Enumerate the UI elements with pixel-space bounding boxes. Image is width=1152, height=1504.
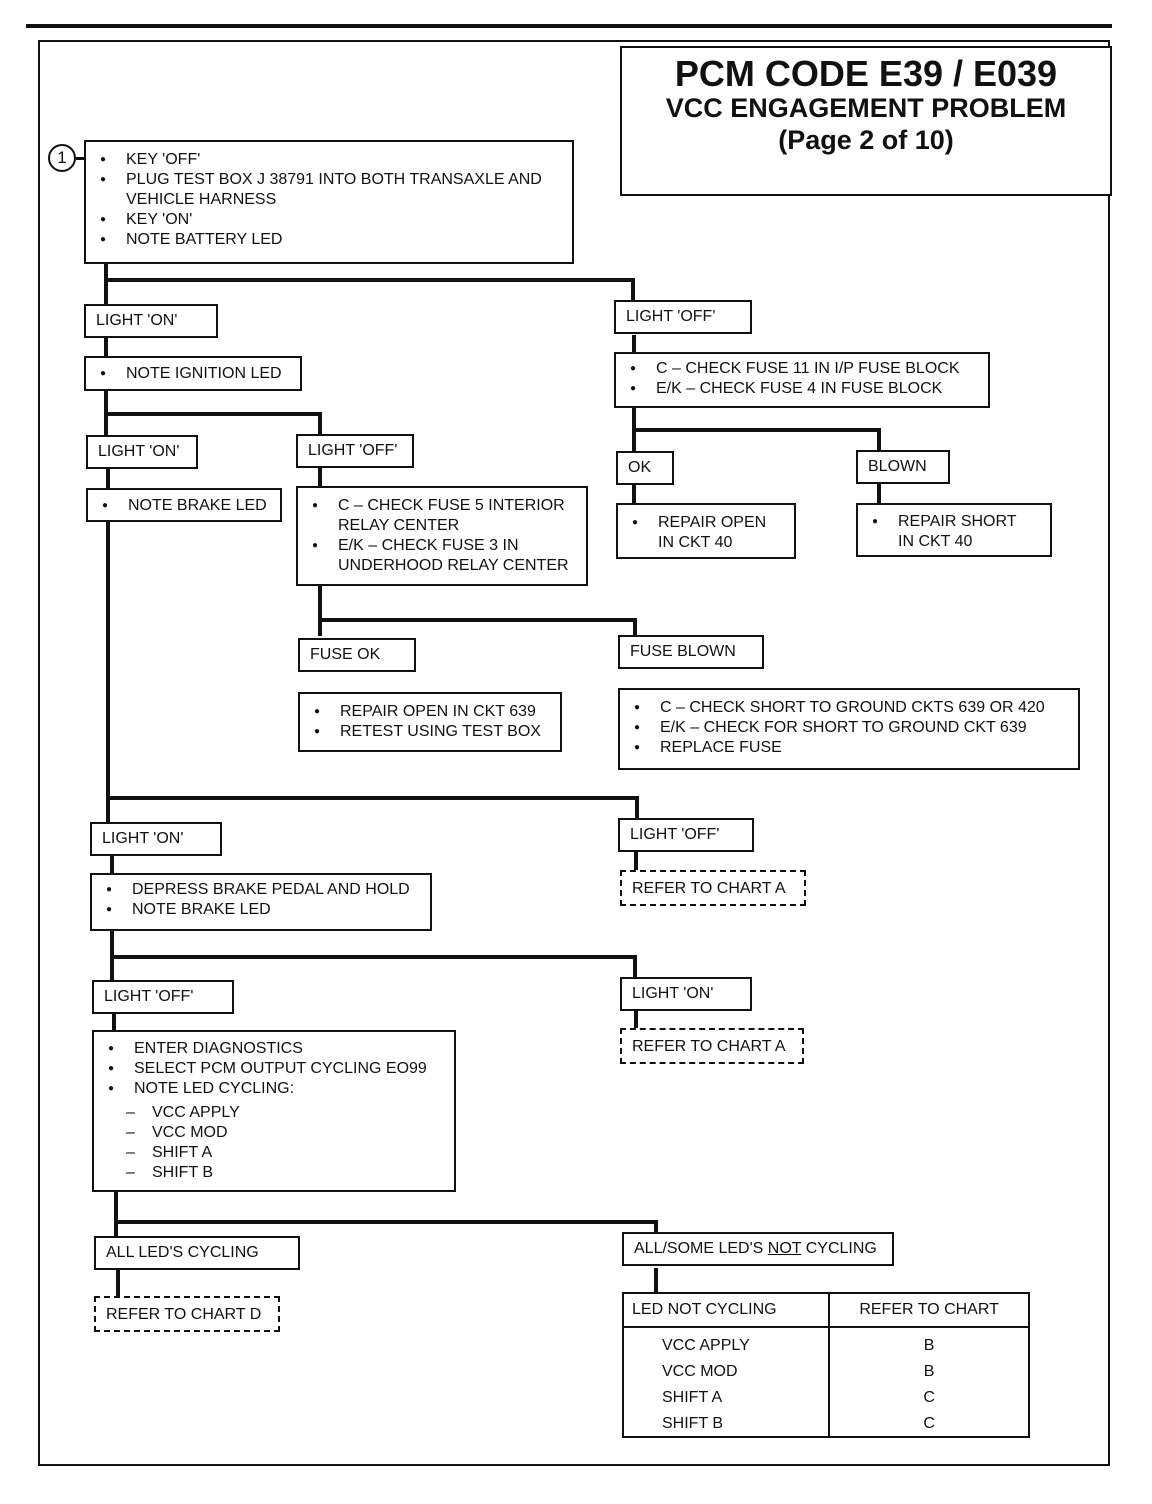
- led-reference-table: LED NOT CYCLING REFER TO CHART VCC APPLY…: [622, 1292, 1030, 1438]
- repair-short-ckt40-box: REPAIR SHORT IN CKT 40: [856, 503, 1052, 557]
- repair-open-ckt639-box: REPAIR OPEN IN CKT 639 RETEST USING TEST…: [298, 692, 562, 752]
- step-item: KEY 'OFF': [98, 150, 564, 170]
- pedal-light-off-label: LIGHT 'OFF': [92, 980, 234, 1014]
- check-short-item: REPLACE FUSE: [632, 738, 1070, 758]
- table-cell-led: SHIFT A: [662, 1389, 723, 1406]
- table-row: VCC MOD B: [624, 1359, 1028, 1385]
- not-cycling-text-not: NOT: [767, 1240, 802, 1257]
- fuse-ok-label: OK: [616, 451, 674, 485]
- check-short-ground-box: C – CHECK SHORT TO GROUND CKTS 639 OR 42…: [618, 688, 1080, 770]
- step-item: PLUG TEST BOX J 38791 INTO BOTH TRANSAXL…: [98, 170, 564, 210]
- refer-chart-a-box: REFER TO CHART A: [620, 870, 806, 906]
- diagnostics-item: ENTER DIAGNOSTICS: [106, 1039, 446, 1059]
- ignition-light-off-label: LIGHT 'OFF': [296, 434, 414, 468]
- refer-chart-a-text: REFER TO CHART A: [632, 880, 786, 897]
- depress-brake-item: DEPRESS BRAKE PEDAL AND HOLD: [104, 880, 422, 900]
- start-steps: KEY 'OFF' PLUG TEST BOX J 38791 INTO BOT…: [86, 142, 572, 256]
- repair-short-item: REPAIR SHORT IN CKT 40: [870, 512, 1032, 552]
- table-cell-chart: C: [828, 1385, 1028, 1411]
- page-subtitle: VCC ENGAGEMENT PROBLEM: [665, 93, 1067, 123]
- table-cell-chart: C: [828, 1411, 1028, 1437]
- page-border: [38, 40, 1110, 1466]
- repair-ckt639-item: RETEST USING TEST BOX: [312, 722, 552, 742]
- page-title: PCM CODE E39 / E039: [674, 53, 1058, 94]
- note-brake-led-box: NOTE BRAKE LED: [86, 488, 282, 522]
- battery-light-off-label: LIGHT 'OFF': [614, 300, 752, 334]
- step-item: NOTE BATTERY LED: [98, 230, 564, 250]
- table-header-chart: REFER TO CHART: [828, 1294, 1028, 1328]
- table-cell-chart: B: [828, 1327, 1028, 1359]
- check-fuse5-box: C – CHECK FUSE 5 INTERIOR RELAY CENTER E…: [296, 486, 588, 586]
- step-marker: 1: [48, 144, 76, 172]
- note-ignition-item: NOTE IGNITION LED: [98, 364, 292, 384]
- repair-open-item: REPAIR OPEN IN CKT 40: [630, 513, 770, 553]
- depress-brake-box: DEPRESS BRAKE PEDAL AND HOLD NOTE BRAKE …: [90, 873, 432, 931]
- step-number: 1: [57, 148, 67, 167]
- note-ignition-led-box: NOTE IGNITION LED: [84, 356, 302, 391]
- check-fuse-item: C – CHECK FUSE 11 IN I/P FUSE BLOCK: [628, 359, 980, 379]
- refer-chart-a-text-2: REFER TO CHART A: [632, 1038, 786, 1055]
- all-leds-cycling-label: ALL LED'S CYCLING: [94, 1236, 300, 1270]
- table-cell-led: VCC APPLY: [662, 1337, 750, 1354]
- some-leds-not-cycling-label: ALL/SOME LED'S NOT CYCLING: [622, 1232, 894, 1266]
- check-fuse5-item: C – CHECK FUSE 5 INTERIOR RELAY CENTER: [310, 496, 578, 536]
- not-cycling-text-pre: ALL/SOME LED'S: [634, 1240, 768, 1257]
- check-fuse-box: C – CHECK FUSE 11 IN I/P FUSE BLOCK E/K …: [614, 352, 990, 408]
- start-box: KEY 'OFF' PLUG TEST BOX J 38791 INTO BOT…: [84, 140, 574, 264]
- fuse-blown-label-2: FUSE BLOWN: [618, 635, 764, 669]
- note-brake-item: NOTE BRAKE LED: [100, 496, 272, 516]
- led-cycling-list: VCC APPLY VCC MOD SHIFT A SHIFT B: [94, 1103, 454, 1183]
- table-row: VCC APPLY B: [624, 1327, 1028, 1359]
- repair-ckt639-item: REPAIR OPEN IN CKT 639: [312, 702, 552, 722]
- refer-chart-a-box-2: REFER TO CHART A: [620, 1028, 804, 1064]
- cycling-item: SHIFT A: [122, 1143, 454, 1163]
- cycling-item: VCC MOD: [122, 1123, 454, 1143]
- top-rule: [26, 24, 1112, 28]
- diagnostics-item: NOTE LED CYCLING:: [106, 1079, 446, 1099]
- table-cell-led: VCC MOD: [662, 1363, 738, 1380]
- brake-light-on-label: LIGHT 'ON': [90, 822, 222, 856]
- table-header-led: LED NOT CYCLING: [624, 1294, 830, 1328]
- table-cell-led: SHIFT B: [662, 1415, 724, 1432]
- page-number: (Page 2 of 10): [778, 125, 954, 155]
- marker-connector: [76, 157, 85, 160]
- repair-open-ckt40-box: REPAIR OPEN IN CKT 40: [616, 503, 796, 559]
- ignition-light-on-label: LIGHT 'ON': [86, 435, 198, 469]
- refer-chart-d-box: REFER TO CHART D: [94, 1296, 280, 1332]
- refer-chart-d-text: REFER TO CHART D: [106, 1306, 262, 1323]
- title-box: PCM CODE E39 / E039 VCC ENGAGEMENT PROBL…: [620, 46, 1112, 196]
- fuse-blown-label: BLOWN: [856, 450, 950, 484]
- diagnostics-item: SELECT PCM OUTPUT CYCLING EO99: [106, 1059, 446, 1079]
- table-row: SHIFT A C: [624, 1385, 1028, 1411]
- enter-diagnostics-box: ENTER DIAGNOSTICS SELECT PCM OUTPUT CYCL…: [92, 1030, 456, 1192]
- pedal-light-on-label: LIGHT 'ON': [620, 977, 752, 1011]
- cycling-item: VCC APPLY: [122, 1103, 454, 1123]
- check-short-item: C – CHECK SHORT TO GROUND CKTS 639 OR 42…: [632, 698, 1070, 718]
- table-cell-chart: B: [828, 1359, 1028, 1385]
- check-fuse5-item: E/K – CHECK FUSE 3 IN UNDERHOOD RELAY CE…: [310, 536, 578, 576]
- depress-brake-item: NOTE BRAKE LED: [104, 900, 422, 920]
- fuse-ok-label-2: FUSE OK: [298, 638, 416, 672]
- table-row: SHIFT B C: [624, 1411, 1028, 1437]
- battery-light-on-label: LIGHT 'ON': [84, 304, 218, 338]
- step-item: KEY 'ON': [98, 210, 564, 230]
- cycling-item: SHIFT B: [122, 1163, 454, 1183]
- check-fuse-item: E/K – CHECK FUSE 4 IN FUSE BLOCK: [628, 379, 980, 399]
- check-short-item: E/K – CHECK FOR SHORT TO GROUND CKT 639: [632, 718, 1070, 738]
- not-cycling-text-post: CYCLING: [801, 1240, 877, 1257]
- brake-light-off-label: LIGHT 'OFF': [618, 818, 754, 852]
